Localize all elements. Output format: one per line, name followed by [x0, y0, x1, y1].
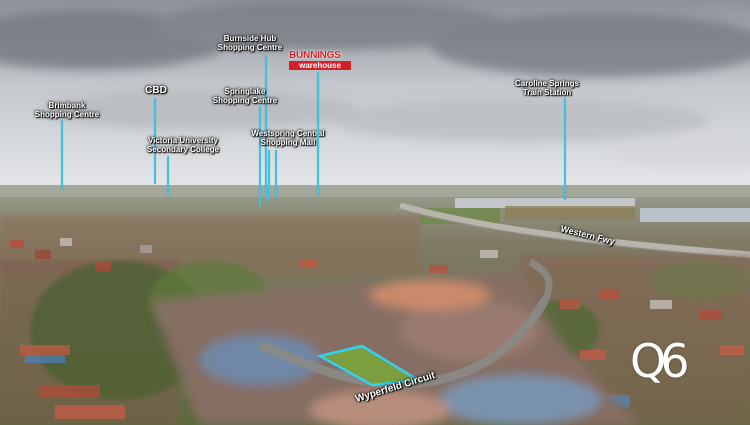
- label-cbd: CBD: [145, 85, 167, 96]
- pin-line-brimbank: [61, 120, 63, 190]
- pin-line-springlake: [259, 106, 261, 206]
- bunnings-brand: BUNNINGS: [289, 50, 341, 61]
- clouds: [0, 0, 750, 168]
- pin-line-westspring: [275, 150, 277, 198]
- pin-line-burnside: [265, 55, 267, 195]
- pin-line-bunnings: [317, 72, 319, 196]
- pin-line-caroline: [564, 98, 566, 200]
- bunnings-logo: BUNNINGS warehouse: [289, 51, 351, 71]
- pin-line-cbd: [154, 98, 156, 184]
- pin-line-victoria-uni: [167, 156, 169, 196]
- label-victoria-uni: Victoria University Secondary College: [146, 136, 220, 154]
- lot-outline: [316, 344, 422, 387]
- label-caroline: Caroline Springs Train Station: [514, 79, 580, 97]
- label-westspring: Westspring Central Shopping Mall: [251, 129, 325, 147]
- label-burnside: Burnside Hub Shopping Centre: [217, 34, 283, 52]
- q6-watermark: Q6: [630, 334, 689, 388]
- bunnings-sub: warehouse: [289, 61, 351, 70]
- label-springlake: Springlake Shopping Centre: [212, 87, 278, 105]
- lot-fill: [320, 346, 418, 385]
- label-brimbank: Brimbank Shopping Centre: [34, 101, 100, 119]
- pin-line-westspring-2: [268, 150, 270, 202]
